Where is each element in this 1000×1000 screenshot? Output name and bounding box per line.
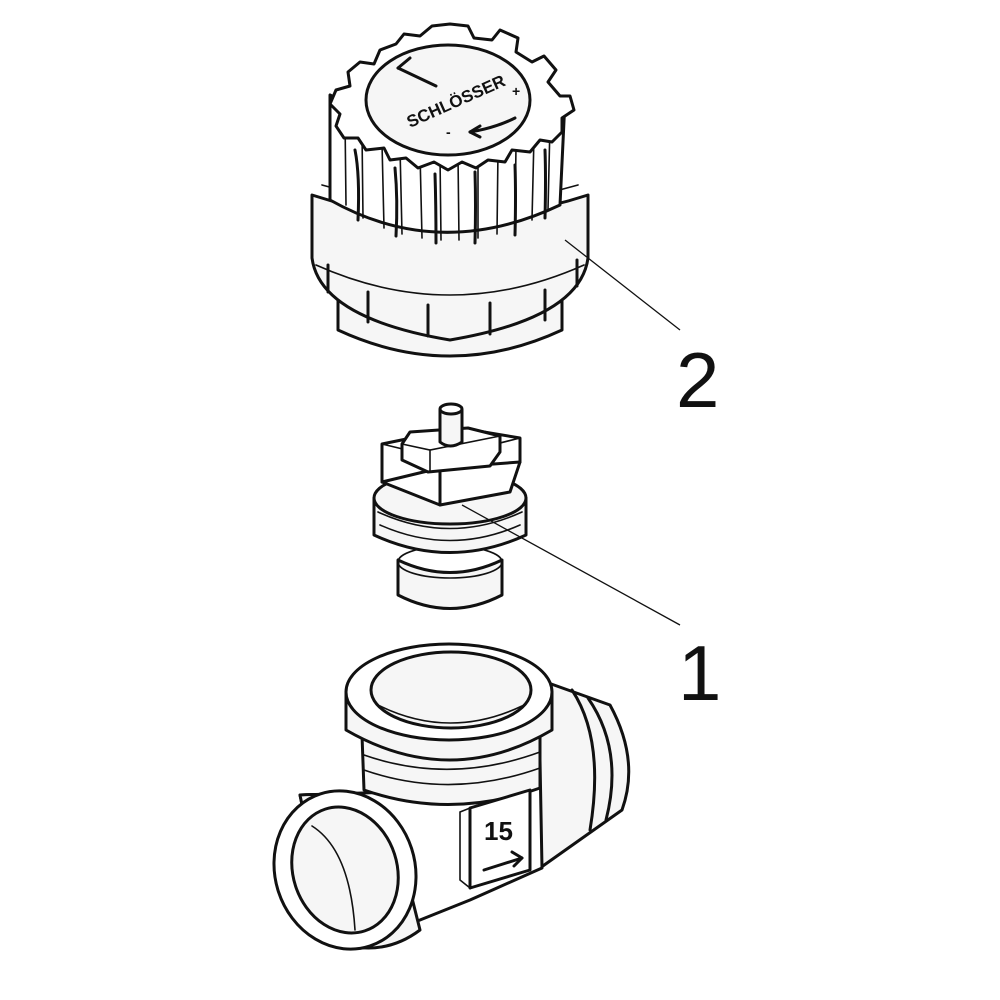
- flow-arrow-icon: [482, 856, 524, 872]
- valve-insert: [372, 402, 528, 610]
- leader-line-1: [461, 504, 681, 626]
- insert-stem: [438, 408, 464, 448]
- callout-2: 2: [676, 336, 719, 424]
- left-inlet-opening: [290, 805, 400, 935]
- size-label: 15: [484, 816, 513, 846]
- skirt-groove: [315, 264, 585, 296]
- thermostat-head: SCHLÖSSER + -: [310, 22, 590, 358]
- skirt-notches: [326, 258, 579, 338]
- minus-sign: -: [446, 124, 451, 140]
- plus-sign: +: [512, 83, 520, 99]
- body-right-outlet: [538, 678, 631, 870]
- valve-body: 15: [272, 642, 631, 951]
- insert-small-hex: [400, 426, 502, 474]
- callout-1: 1: [678, 629, 721, 717]
- leader-line-2: [564, 239, 681, 331]
- insert-pin-tip: [438, 402, 464, 416]
- insert-bottom-cylinder: [396, 558, 504, 610]
- knob-pointer: [396, 66, 438, 88]
- upper-port-opening: [369, 650, 533, 730]
